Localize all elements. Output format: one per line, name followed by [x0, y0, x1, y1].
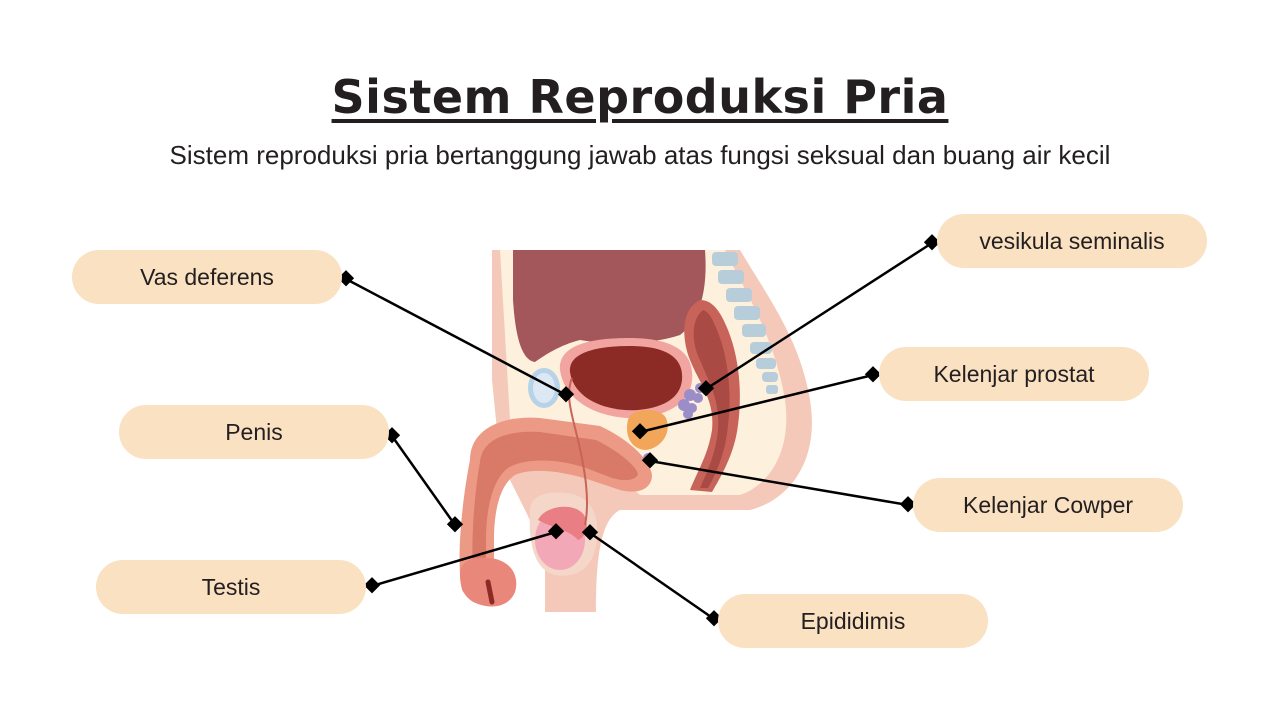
leader-dot-vesikula-seminalis [923, 234, 941, 251]
leader-end-penis [446, 516, 464, 533]
label-penis: Penis [119, 405, 389, 459]
leader-end-vesikula-seminalis [697, 380, 715, 397]
label-testis: Testis [96, 560, 366, 614]
page-title: Sistem Reproduksi Pria [0, 70, 1280, 124]
leader-dot-epididimis [705, 610, 723, 627]
leader-line-testis [371, 530, 557, 588]
leader-line-vas-deferens [345, 277, 567, 397]
leader-end-kelenjar-cowper [641, 452, 659, 469]
leader-end-kelenjar-prostat [631, 423, 649, 440]
leader-end-epididimis [581, 524, 599, 541]
label-kelenjar-prostat: Kelenjar prostat [879, 347, 1149, 401]
leader-dot-kelenjar-cowper [899, 496, 917, 513]
page-subtitle: Sistem reproduksi pria bertanggung jawab… [169, 140, 1111, 170]
leader-end-testis [547, 523, 565, 540]
page-title-text: Sistem Reproduksi Pria [331, 70, 949, 124]
leader-end-vas-deferens [557, 386, 575, 403]
label-vesikula-seminalis: vesikula seminalis [937, 214, 1207, 268]
leader-dot-vas-deferens [337, 270, 355, 287]
label-kelenjar-cowper: Kelenjar Cowper [913, 478, 1183, 532]
label-epididimis: Epididimis [718, 594, 988, 648]
leader-line-penis [390, 435, 457, 526]
leader-lines [337, 234, 941, 627]
leader-dot-testis [363, 577, 381, 594]
leader-line-kelenjar-prostat [639, 373, 874, 434]
label-vas-deferens: Vas deferens [72, 250, 342, 304]
leader-line-vesikula-seminalis [705, 241, 933, 391]
body-section-illustration [459, 250, 812, 612]
leader-line-epididimis [589, 531, 715, 621]
leader-line-kelenjar-cowper [649, 459, 909, 507]
leader-dot-kelenjar-prostat [864, 366, 882, 383]
